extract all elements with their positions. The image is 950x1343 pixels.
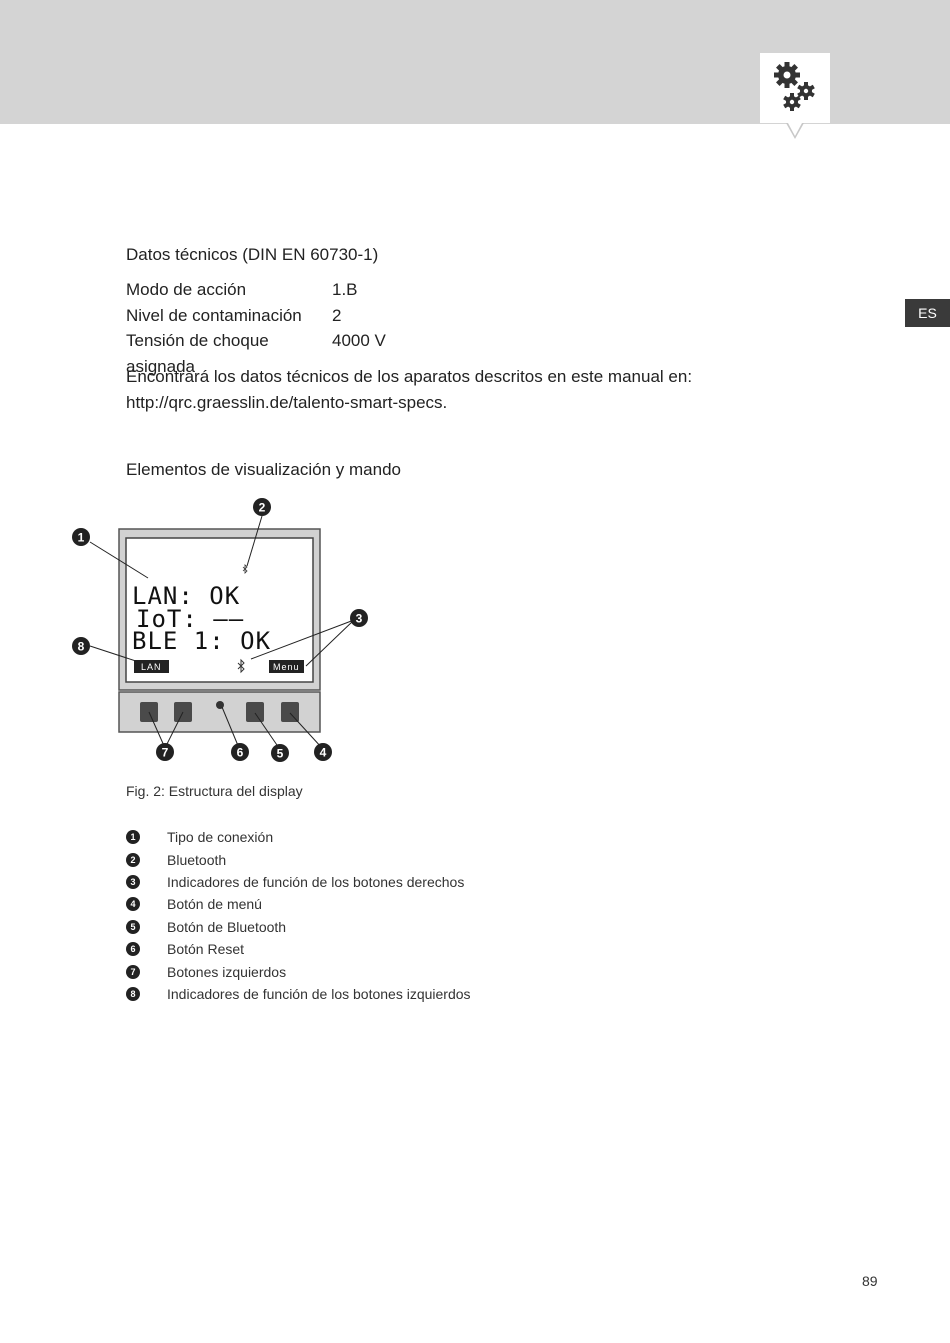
legend-text: Tipo de conexión [167, 829, 274, 846]
figure-caption: Fig. 2: Estructura del display [126, 783, 303, 799]
spec-row: Tensión de choque asignada 4000 V [126, 328, 386, 379]
spec-value: 4000 V [332, 331, 386, 350]
gears-icon [774, 62, 815, 111]
legend-bullet: 8 [126, 986, 140, 1001]
spec-value: 2 [332, 305, 342, 325]
soft-label-right-bg [269, 660, 304, 673]
svg-text:4: 4 [320, 746, 327, 760]
callout-badge: 6 [231, 743, 249, 761]
callout-badge: 1 [72, 528, 90, 546]
callout-badge: 4 [314, 743, 332, 761]
legend-text: Bluetooth [167, 851, 227, 868]
gears-tab [760, 53, 830, 123]
lcd-line-1: LAN: OK [132, 582, 240, 610]
legend-item: 8 Indicadores de función de los botones i… [126, 983, 471, 1005]
soft-label-left-bg [134, 660, 169, 673]
legend-bullet: 5 [126, 919, 140, 934]
bluetooth-button[interactable] [246, 702, 264, 722]
spec-row: Modo de acción 1.B [126, 277, 386, 303]
display-diagram: LAN: OK IoT: –– BLE 1: OK LAN Menu [72, 498, 368, 762]
legend-text: Indicadores de función de los botones de… [167, 873, 465, 890]
menu-button[interactable] [281, 702, 299, 722]
legend-bullet: 3 [126, 874, 140, 889]
svg-text:1: 1 [78, 531, 85, 545]
svg-text:6: 6 [237, 746, 244, 760]
legend-item: 3 Indicadores de función de los botones d… [126, 871, 471, 893]
legend-bullet: 2 [126, 852, 140, 867]
legend-bullet: 6 [126, 942, 140, 957]
spec-row: Nivel de contaminación 2 [126, 303, 386, 329]
lcd-line-3: BLE 1: OK [132, 627, 271, 655]
callout-badge: 3 [350, 609, 368, 627]
callout-badge: 7 [156, 743, 174, 761]
specs-paragraph: Encontrará los datos técnicos de los apa… [126, 364, 826, 416]
legend-item: 7 Botones izquierdos [126, 960, 471, 982]
legend-bullet: 4 [126, 897, 140, 912]
soft-label-right: Menu [273, 662, 300, 672]
language-tab[interactable]: ES [905, 299, 950, 327]
lcd-line-2: IoT: –– [136, 605, 244, 633]
spec-key: Tensión de choque asignada [126, 331, 269, 376]
spec-key: Nivel de contaminación [126, 305, 302, 325]
callout-lines [89, 515, 355, 749]
legend-item: 5 Botón de Bluetooth [126, 916, 471, 938]
paragraph-text: Encontrará los datos técnicos de los apa… [126, 367, 693, 386]
svg-text:2: 2 [259, 501, 266, 515]
callout-badge: 5 [271, 744, 289, 762]
spec-key: Modo de acción [126, 280, 247, 299]
legend-item: 2 Bluetooth [126, 848, 471, 870]
spec-table: Modo de acción 1.B Nivel de contaminació… [126, 277, 386, 379]
page-number: 89 [862, 1273, 878, 1289]
legend-bullet: 7 [126, 964, 140, 979]
legend-item: 6 Botón Reset [126, 938, 471, 960]
legend-item: 4 Botón de menú [126, 893, 471, 915]
legend-text: Indicadores de función de los botones iz… [167, 985, 471, 1002]
display-figure: LAN: OK IoT: –– BLE 1: OK LAN Menu [72, 498, 368, 762]
legend-item: 1 Tipo de conexión [126, 826, 471, 848]
svg-text:5: 5 [277, 747, 284, 761]
tab-pointer-inner [788, 123, 802, 136]
callout-badge: 8 [72, 637, 90, 655]
paragraph-end: . [442, 393, 448, 412]
section-heading-specs: Datos técnicos (DIN EN 60730-1) [126, 245, 379, 264]
legend-text: Botón de menú [167, 896, 262, 913]
spec-value: 1.B [332, 280, 358, 299]
bluetooth-icon [242, 564, 248, 574]
soft-label-left: LAN [141, 662, 162, 672]
section-heading-display: Elementos de visualización y mando [126, 460, 401, 479]
legend-text: Botón Reset [167, 941, 245, 958]
legend-text: Botón de Bluetooth [167, 918, 287, 935]
lcd-screen [125, 537, 314, 683]
specs-link[interactable]: http://qrc.graesslin.de/talento-smart-sp… [126, 393, 443, 412]
svg-text:3: 3 [356, 612, 363, 626]
callout-badge: 2 [253, 498, 271, 516]
legend-text: Botones izquierdos [167, 963, 287, 980]
legend-bullet: 1 [126, 830, 140, 845]
svg-text:8: 8 [78, 640, 85, 654]
bluetooth-icon-bottom [237, 658, 245, 674]
svg-text:7: 7 [162, 746, 169, 760]
